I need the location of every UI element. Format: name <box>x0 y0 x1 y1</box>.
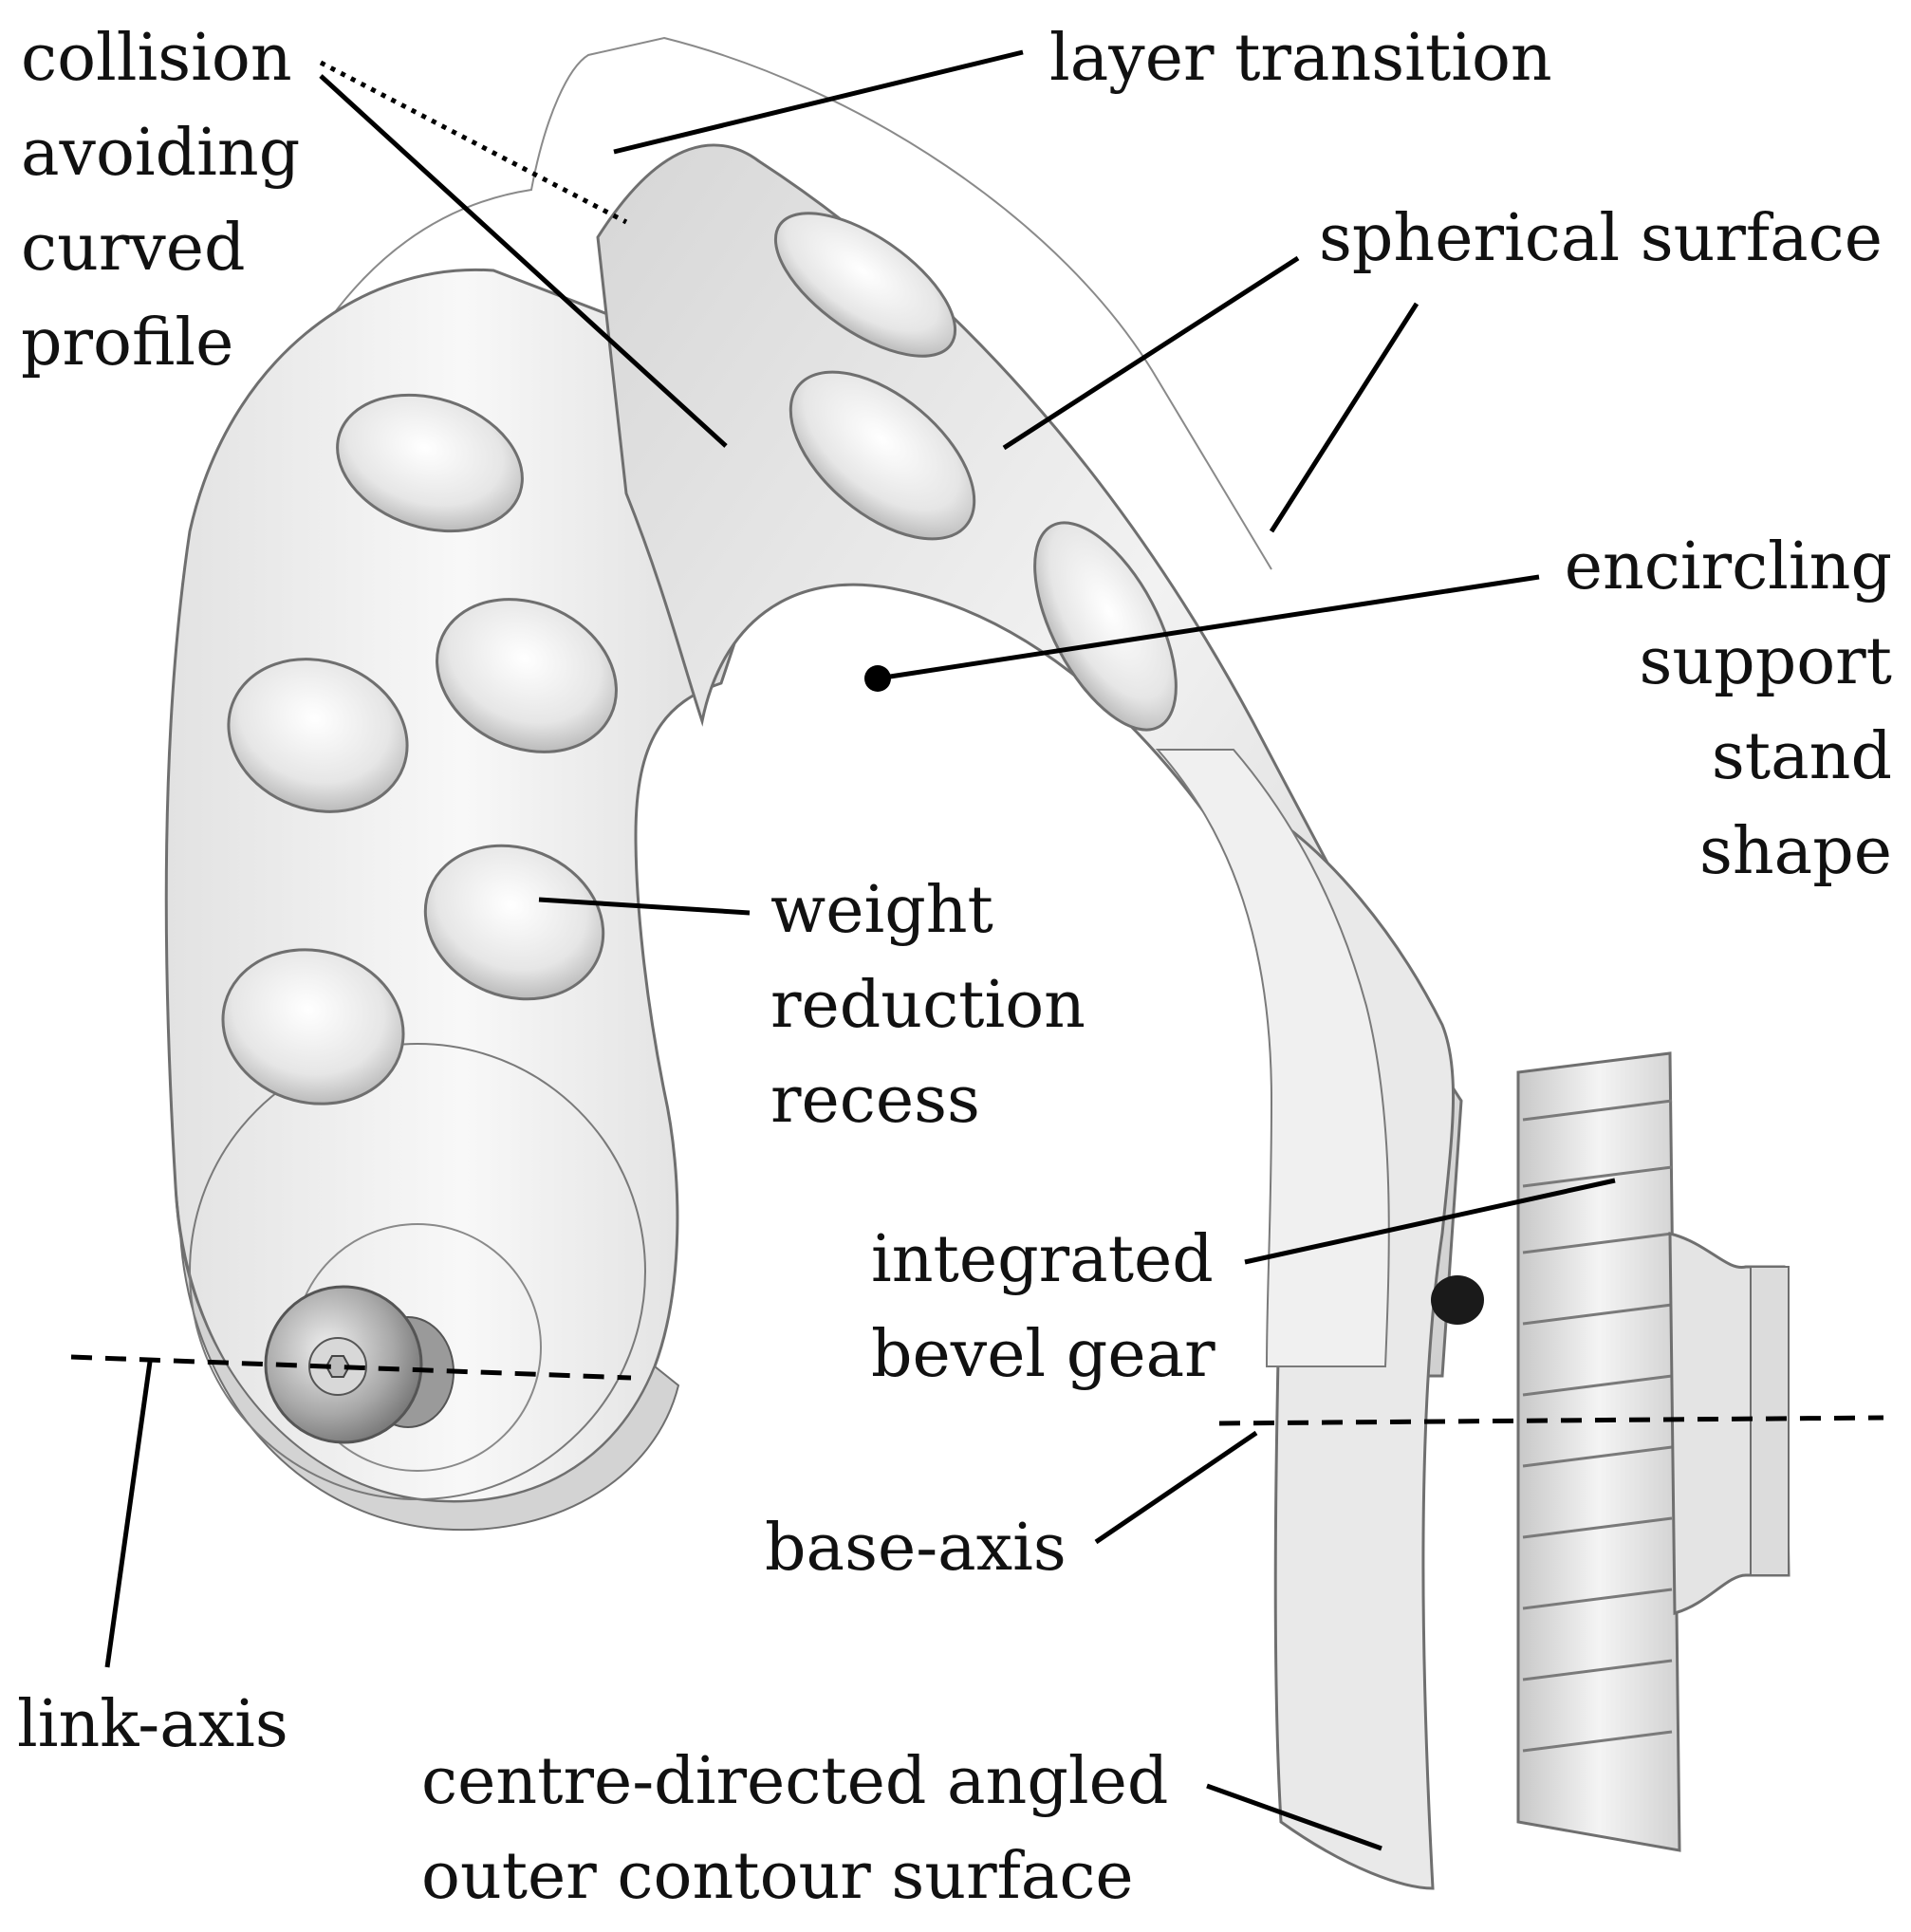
label-collision-line-4: profile <box>21 306 234 381</box>
left-arm-edge <box>175 1185 680 1532</box>
inner-leg <box>1155 749 1390 1367</box>
recesses-band <box>773 212 1178 732</box>
label-collision: collision avoiding curved profile <box>21 11 300 391</box>
label-weight-line-1: weight <box>770 873 993 948</box>
leader-encircling <box>877 574 1540 681</box>
label-weight-line-2: reduction <box>770 968 1085 1043</box>
label-encircling-line-4: shape <box>1698 814 1892 889</box>
label-base-axis: base-axis <box>765 1501 1067 1596</box>
leader-spherical-2 <box>1269 302 1419 533</box>
label-link-axis: link-axis <box>17 1678 288 1773</box>
link-boss <box>189 1043 646 1500</box>
label-centre-directed-line-2: outer contour surface <box>421 1839 1134 1914</box>
recesses-arm <box>221 393 618 1105</box>
label-spherical-surface: spherical surface <box>1319 192 1883 287</box>
label-link-axis-text: link-axis <box>17 1687 288 1762</box>
label-collision-line-3: curved <box>21 211 246 286</box>
label-spherical-surface-text: spherical surface <box>1319 201 1883 276</box>
leader-centre-directed <box>1206 1783 1382 1851</box>
leader-link-axis <box>104 1361 153 1668</box>
leader-collision-dotted <box>319 60 628 225</box>
label-encircling-line-1: encircling <box>1564 529 1892 604</box>
encircling-dot <box>864 665 891 692</box>
bevel-gear <box>1431 1051 1790 1852</box>
label-encircling-line-2: support <box>1639 624 1892 699</box>
layer-transition-outline <box>241 36 1272 570</box>
leader-weight <box>538 897 751 916</box>
leader-base-axis <box>1094 1430 1258 1545</box>
leader-lines <box>104 49 1616 1851</box>
base-axis-line <box>1218 1415 1884 1426</box>
leader-layer-transition <box>613 49 1024 155</box>
label-weight-line-3: recess <box>770 1063 980 1138</box>
bolt <box>264 1285 455 1444</box>
link-axis-line <box>70 1354 632 1381</box>
leader-integrated <box>1244 1178 1616 1265</box>
label-collision-line-2: avoiding <box>21 116 301 191</box>
label-centre-directed-line-1: centre-directed angled <box>421 1744 1169 1819</box>
label-centre-directed: centre-directed angled outer contour sur… <box>421 1735 1168 1924</box>
label-encircling: encircling support stand shape <box>1565 520 1892 900</box>
label-layer-transition-text: layer transition <box>1049 21 1552 96</box>
label-integrated-line-1: integrated <box>871 1222 1214 1297</box>
leader-spherical-1 <box>1002 255 1300 451</box>
label-encircling-line-3: stand <box>1711 719 1892 794</box>
leader-collision <box>319 74 728 448</box>
label-base-axis-text: base-axis <box>765 1511 1067 1586</box>
label-layer-transition: layer transition <box>1049 11 1552 106</box>
label-weight: weight reduction recess <box>770 864 1085 1148</box>
label-integrated-line-2: bevel gear <box>871 1317 1215 1392</box>
label-collision-line-1: collision <box>21 21 292 96</box>
label-integrated: integrated bevel gear <box>871 1213 1215 1403</box>
